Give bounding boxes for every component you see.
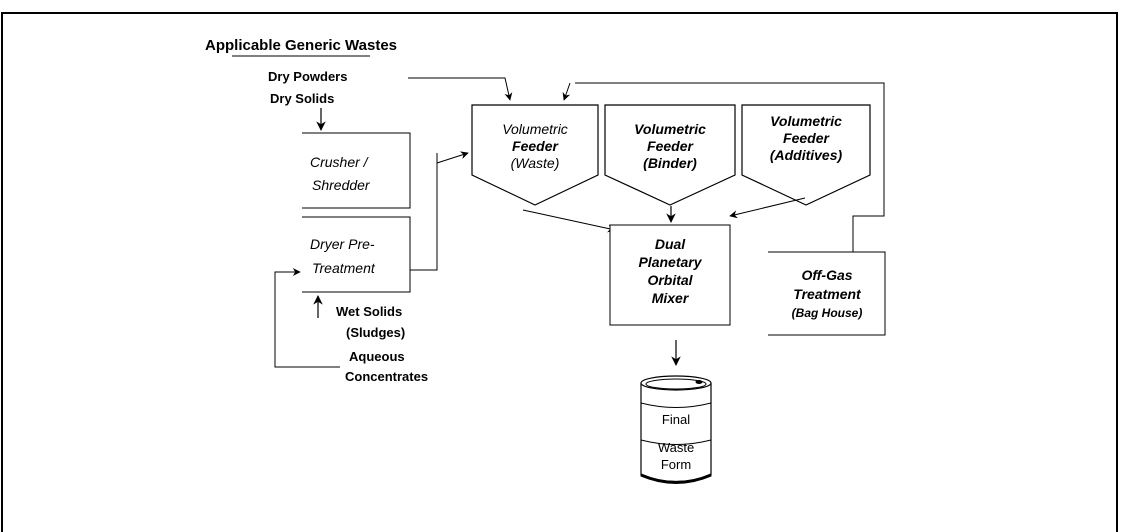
offgas-label-2: Treatment — [793, 286, 861, 302]
drum-label-1: Final — [661, 412, 691, 427]
feeder-binder-shape — [604, 104, 736, 206]
feeder-binder-label-3: (Binder) — [643, 155, 697, 171]
dryer-box — [302, 216, 411, 293]
crusher-label-2: Shredder — [312, 177, 370, 193]
diagram-title: Applicable Generic Wastes — [205, 37, 398, 54]
dry-powders-arrow — [408, 77, 513, 101]
drum-label-3: Form — [660, 457, 692, 472]
dryer-label-2: Treatment — [312, 260, 375, 276]
dryer-to-feeder-line — [410, 153, 438, 271]
feeder-additives-shape — [741, 104, 871, 206]
mixer-label-1: Dual — [654, 236, 686, 252]
offgas-label-1: Off-Gas — [801, 267, 853, 283]
mixer-label-3: Orbital — [647, 272, 693, 288]
aqueous-loop-line — [274, 268, 340, 368]
additives-to-mixer-arrow — [729, 197, 806, 219]
feeder-waste-label-2: Feeder — [512, 138, 558, 154]
feeder-waste-label-3: (Waste) — [510, 155, 560, 171]
feeder-additives-label-2: Feeder — [783, 130, 829, 146]
concentrates-label: Concentrates — [345, 369, 429, 384]
feeder-binder-label-2: Feeder — [647, 138, 693, 154]
offgas-label-3: (Bag House) — [791, 306, 863, 320]
mixer-label-4: Mixer — [651, 290, 689, 306]
sludges-label: (Sludges) — [346, 325, 406, 340]
feeder-additives-label-3: (Additives) — [769, 147, 843, 163]
offgas-return-arrow — [562, 82, 571, 101]
feeder-binder-label-1: Volumetric — [634, 121, 706, 137]
crusher-label-1: Crusher / — [310, 154, 368, 170]
diagram-frame — [1, 12, 1118, 532]
dry-powders-label: Dry Powders — [268, 69, 348, 84]
drum-graphic — [640, 375, 712, 484]
feeder-waste-label-1: Volumetric — [502, 121, 568, 137]
mixer-label-2: Planetary — [638, 254, 702, 270]
mixer-box — [609, 224, 731, 326]
aqueous-label: Aqueous — [349, 349, 405, 364]
dryer-label-1: Dryer Pre- — [310, 236, 375, 252]
dryer-to-feeder-arrow — [436, 151, 469, 164]
flow-diagram — [232, 55, 886, 484]
feeder-additives-label-1: Volumetric — [770, 113, 842, 129]
waste-to-mixer-arrow — [522, 209, 616, 233]
wet-solids-label: Wet Solids — [336, 304, 403, 319]
drum-label-2: Waste — [657, 440, 695, 455]
crusher-box — [302, 132, 411, 209]
feeder-waste-shape — [471, 104, 599, 206]
offgas-box — [768, 251, 886, 336]
offgas-return-line — [575, 82, 885, 252]
dry-solids-label: Dry Solids — [270, 91, 335, 106]
